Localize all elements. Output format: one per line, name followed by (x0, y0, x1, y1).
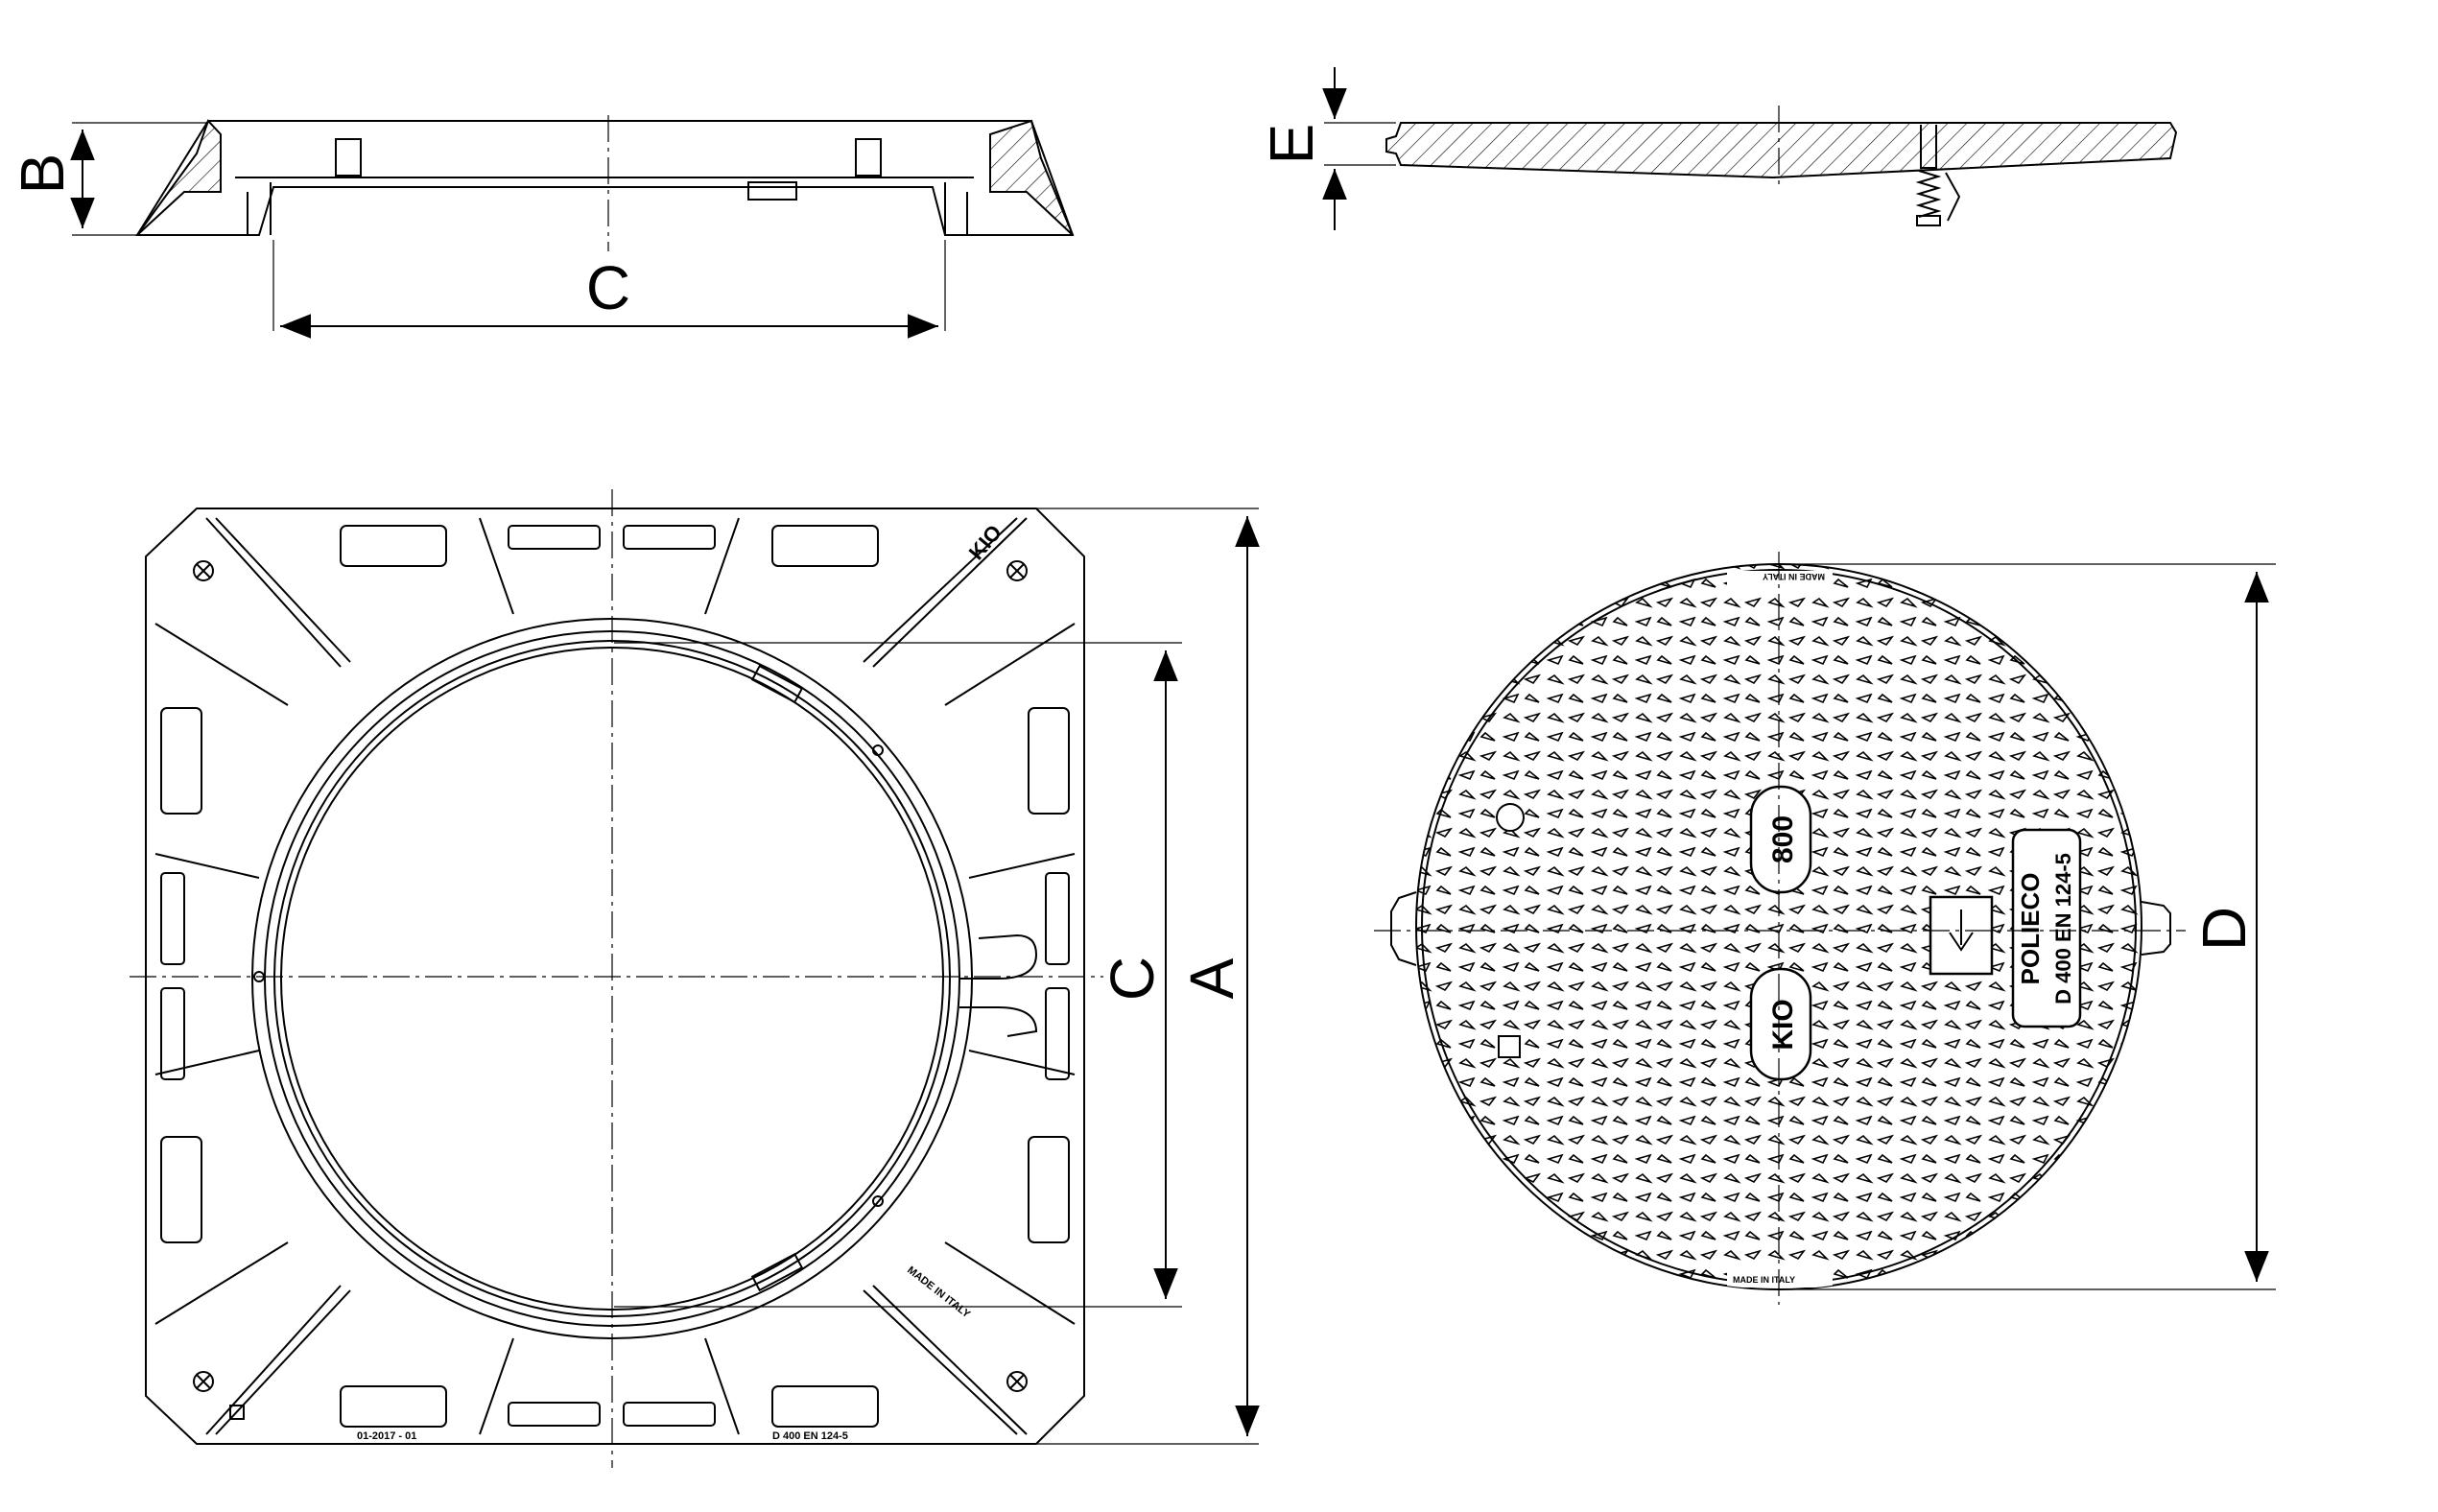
dim-label-d: D (2189, 907, 2259, 951)
cover-made-in-italy-bottom: MADE IN ITALY (1733, 1275, 1795, 1285)
arrow-down-icon (1949, 910, 1974, 952)
cover-brand: POLIECO (2016, 872, 2045, 984)
cover-logo: KIO (1767, 999, 1799, 1050)
dim-label-a: A (1177, 957, 1246, 999)
bolt-mark-icon (193, 560, 1028, 1392)
dim-label-c-top: C (586, 253, 630, 322)
cover-made-in-italy-top: MADE IN ITALY (1763, 572, 1825, 581)
cover-size-mark: 800 (1767, 815, 1799, 863)
frame-made-in-italy: MADE IN ITALY (905, 1264, 973, 1321)
cover-section-view: E (1257, 67, 2178, 230)
cover-standard: D 400 EN 124-5 (2051, 853, 2075, 1004)
dim-label-b: B (8, 154, 77, 195)
frame-standard: D 400 EN 124-5 (772, 1430, 848, 1442)
recycle-mark-icon (229, 1405, 245, 1420)
frame-date-code: 01-2017 - 01 (357, 1430, 416, 1442)
dim-label-e: E (1257, 124, 1326, 165)
cover-plan-view: MADE IN ITALY MADE IN ITALY 800 KIO POLI… (1374, 552, 2276, 1305)
dim-label-c-plan: C (1098, 957, 1167, 1001)
frame-plan-view: 01-2017 - 01 D 400 EN 124-5 MADE IN ITAL… (130, 489, 1260, 1468)
frame-logo: KIO (964, 520, 1006, 564)
frame-section-view: B C (8, 115, 1075, 339)
